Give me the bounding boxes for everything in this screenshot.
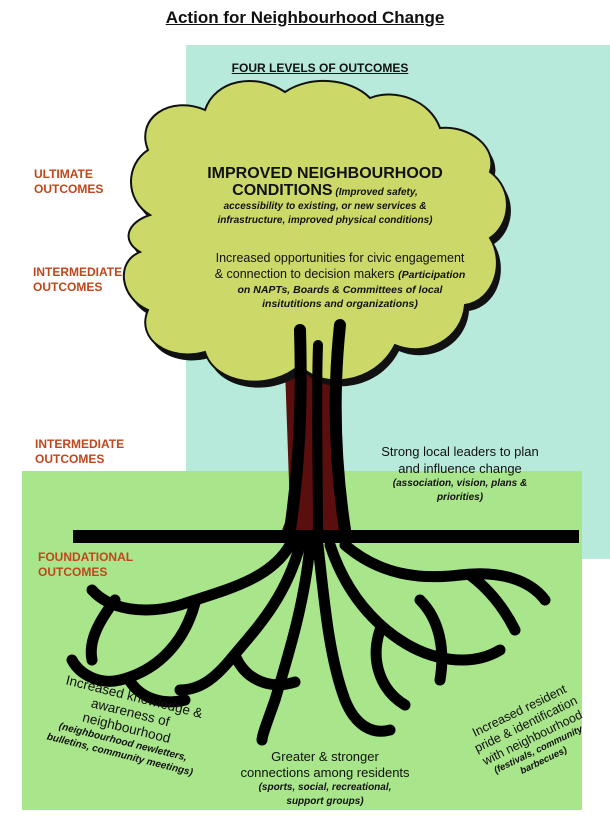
level-label-line: OUTCOMES: [35, 452, 105, 466]
level-label-intermediate-1: INTERMEDIATE OUTCOMES: [33, 265, 122, 295]
leaders-outcome-text: Strong local leaders to plan and influen…: [350, 443, 570, 505]
level-label-line: OUTCOMES: [38, 565, 108, 579]
ultimate-heading-line: CONDITIONS (Improved safety,: [180, 183, 470, 200]
level-label-line: FOUNDATIONAL: [38, 550, 134, 564]
level-label-intermediate-2: INTERMEDIATE OUTCOMES: [35, 437, 124, 467]
ultimate-heading-1: IMPROVED NEIGHBOURHOOD: [207, 165, 443, 182]
level-label-ultimate: ULTIMATE OUTCOMES: [34, 167, 103, 197]
level-label-line: OUTCOMES: [33, 280, 103, 294]
civic-outcome-text: Increased opportunities for civic engage…: [180, 250, 500, 311]
level-label-line: ULTIMATE: [34, 167, 93, 181]
connections-outcome-text: Greater & stronger connections among res…: [205, 749, 445, 809]
leaders-detail-1: (association, vision, plans &: [392, 478, 528, 489]
leaders-detail-2: priorities): [436, 492, 484, 503]
ultimate-heading-2: CONDITIONS: [232, 182, 333, 199]
ultimate-detail-3: infrastructure, improved physical condit…: [217, 215, 433, 226]
level-label-line: INTERMEDIATE: [33, 265, 123, 279]
trunk-line-left: [284, 324, 307, 536]
trunk-line-inner: [312, 340, 323, 535]
civic-line-2: & connection to decision makers: [214, 267, 395, 281]
civic-detail-3: insitutitions and organizations): [262, 298, 418, 310]
connections-line-2: connections among residents: [240, 765, 410, 780]
civic-detail-2: on NAPTs, Boards & Committees of local: [237, 284, 443, 296]
tree-roots: [66, 539, 551, 746]
ultimate-detail-2: accessibility to existing, or new servic…: [223, 201, 427, 212]
level-label-line: OUTCOMES: [34, 182, 104, 196]
civic-detail-1: (Participation: [398, 269, 466, 281]
diagram-subtitle: FOUR LEVELS OF OUTCOMES: [231, 61, 409, 75]
ultimate-detail-1: (Improved safety,: [335, 187, 418, 198]
ultimate-outcome-text: IMPROVED NEIGHBOURHOOD CONDITIONS (Impro…: [180, 164, 470, 228]
civic-line-1: Increased opportunities for civic engage…: [215, 251, 465, 265]
connections-detail-1: (sports, social, recreational,: [258, 782, 392, 793]
level-label-line: INTERMEDIATE: [35, 437, 125, 451]
leaders-line-2: and influence change: [398, 461, 522, 476]
connections-detail-2: support groups): [286, 796, 364, 807]
page-title: Action for Neighbourhood Change: [165, 8, 445, 27]
leaders-line-1: Strong local leaders to plan: [381, 444, 539, 459]
level-label-foundational: FOUNDATIONAL OUTCOMES: [38, 550, 133, 580]
civic-line-2-row: & connection to decision makers (Partici…: [180, 266, 500, 283]
trunk-line-right: [329, 319, 351, 536]
connections-line-1: Greater & stronger: [271, 749, 379, 764]
tree-canopy: [122, 80, 508, 383]
ground-bar: [73, 530, 579, 543]
